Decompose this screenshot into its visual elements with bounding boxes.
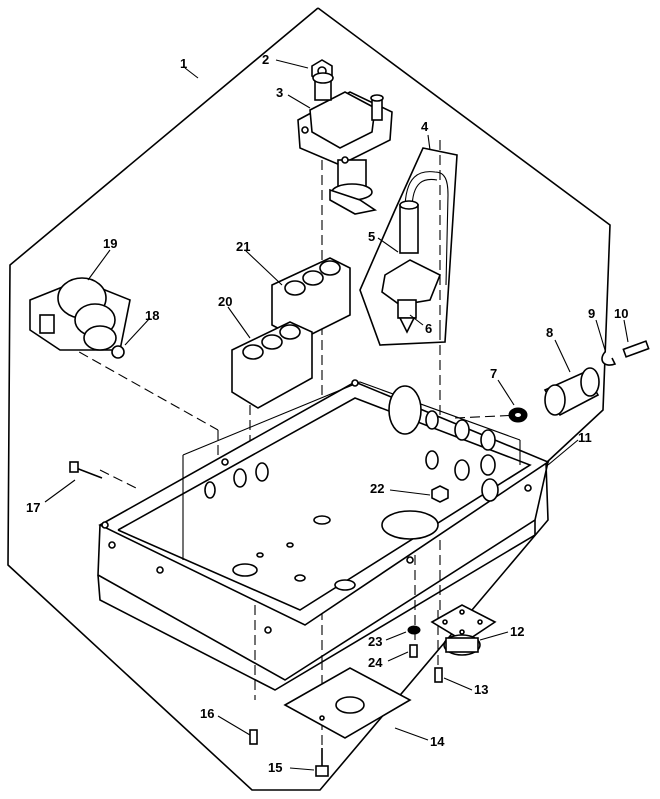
callout-13: 13 (474, 682, 488, 697)
housing-pan (97, 379, 550, 691)
callout-17: 17 (26, 500, 40, 515)
bolt-15 (315, 748, 329, 777)
callout-24: 24 (368, 655, 383, 670)
callout-10: 10 (614, 306, 628, 321)
callout-23: 23 (368, 634, 382, 649)
callout-1: 1 (180, 56, 187, 71)
callout-4: 4 (421, 119, 429, 134)
callout-22: 22 (370, 481, 384, 496)
relay-19 (29, 277, 131, 351)
callout-20: 20 (218, 294, 232, 309)
callout-9: 9 (588, 306, 595, 321)
nut-22 (431, 485, 449, 503)
callout-18: 18 (145, 308, 159, 323)
washer-23 (407, 625, 421, 635)
callout-12: 12 (510, 624, 524, 639)
gasket-plate-14 (283, 667, 412, 739)
callout-21: 21 (236, 239, 250, 254)
callout-8: 8 (546, 325, 553, 340)
screw-13 (434, 667, 443, 683)
terminal-block-20 (231, 321, 313, 409)
screw-24 (409, 644, 418, 658)
connector-8 (543, 367, 600, 417)
sensor-group-4 (359, 147, 458, 346)
assembly-outline (7, 7, 611, 791)
bolt-16 (249, 729, 258, 745)
callout-5: 5 (368, 229, 375, 244)
callout-2: 2 (262, 52, 269, 67)
callout-14: 14 (430, 734, 445, 749)
leader-lines (44, 59, 629, 771)
callout-7: 7 (490, 366, 497, 381)
mount-12 (430, 604, 497, 656)
terminal-block-21 (271, 257, 351, 341)
callout-15: 15 (268, 760, 282, 775)
grommet-7 (508, 407, 528, 423)
clip-9 (601, 351, 617, 366)
callout-19: 19 (103, 236, 117, 251)
callout-11: 11 (578, 430, 592, 445)
callout-16: 16 (200, 706, 214, 721)
callout-3: 3 (276, 85, 283, 100)
bolt-17 (69, 461, 103, 479)
screw-18 (111, 345, 125, 359)
callout-labels: 1 2 3 4 5 6 7 8 9 10 11 12 13 14 15 16 1… (26, 52, 628, 775)
callout-6: 6 (425, 321, 432, 336)
switch-assembly-3 (297, 72, 393, 215)
pin-10 (622, 340, 650, 358)
